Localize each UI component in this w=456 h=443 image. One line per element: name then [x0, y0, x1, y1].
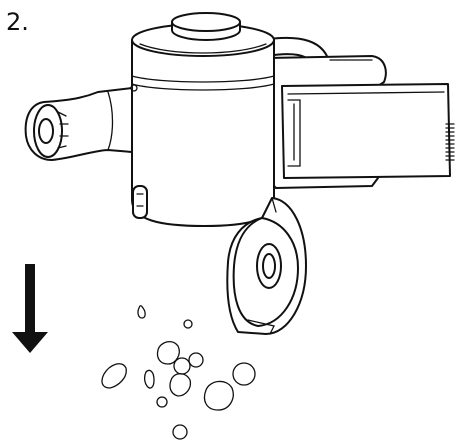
debris-particles-icon	[101, 305, 256, 440]
dust-bin-lid-icon	[226, 197, 307, 335]
step-number: 2.	[6, 8, 29, 36]
arrow-down-icon	[12, 264, 48, 353]
handheld-vacuum-icon	[24, 12, 455, 227]
vent-ridges	[445, 123, 455, 161]
